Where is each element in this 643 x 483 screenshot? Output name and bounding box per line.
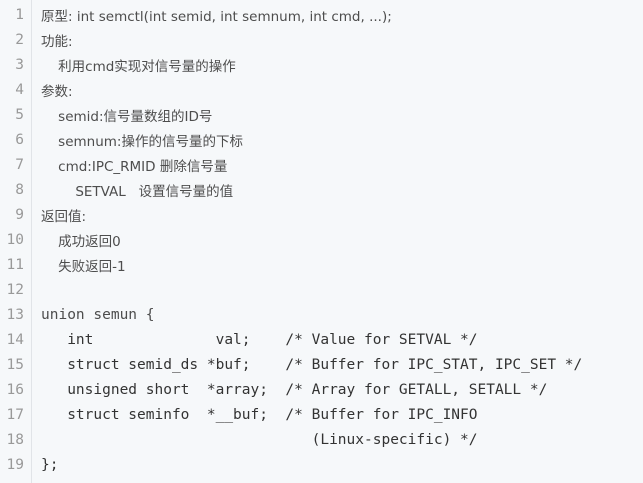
line-number: 1	[15, 6, 24, 23]
line-text: int val; /* Value for SETVAL */	[41, 331, 478, 348]
line-text: struct semid_ds *buf; /* Buffer for IPC_…	[41, 356, 583, 373]
line-text: 利用cmd实现对信号量的操作	[41, 58, 236, 75]
line-text: (Linux-specific) */	[41, 431, 478, 448]
line-number: 5	[15, 106, 24, 123]
line-number: 10	[6, 231, 24, 248]
line-text: };	[41, 456, 59, 473]
line-text: 失败返回-1	[41, 258, 126, 275]
line-number: 9	[15, 206, 24, 223]
line-number: 14	[6, 331, 24, 348]
line-text: 原型: int semctl(int semid, int semnum, in…	[41, 8, 392, 25]
code-line: 17 struct seminfo *__buf; /* Buffer for …	[0, 402, 643, 427]
line-number: 19	[6, 456, 24, 473]
line-text: unsigned short *array; /* Array for GETA…	[41, 381, 548, 398]
code-line: 4 参数:	[0, 77, 643, 102]
line-number: 2	[15, 31, 24, 48]
code-line: 12	[0, 277, 643, 302]
line-text: SETVAL 设置信号量的值	[41, 183, 234, 200]
code-line: 6 semnum:操作的信号量的下标	[0, 127, 643, 152]
line-number: 11	[6, 256, 24, 273]
code-line: 18 (Linux-specific) */	[0, 427, 643, 452]
line-text: semid:信号量数组的ID号	[41, 108, 213, 125]
code-line: 5 semid:信号量数组的ID号	[0, 102, 643, 127]
line-number: 15	[6, 356, 24, 373]
code-line: 3 利用cmd实现对信号量的操作	[0, 52, 643, 77]
line-number-gutter	[0, 0, 32, 483]
code-line: 13 union semun {	[0, 302, 643, 327]
code-line: 10 成功返回0	[0, 227, 643, 252]
line-text: 功能:	[41, 33, 73, 50]
code-line: 2 功能:	[0, 27, 643, 52]
code-line: 15 struct semid_ds *buf; /* Buffer for I…	[0, 352, 643, 377]
code-line: 8 SETVAL 设置信号量的值	[0, 177, 643, 202]
line-number: 4	[15, 81, 24, 98]
line-number: 18	[6, 431, 24, 448]
code-line: 16 unsigned short *array; /* Array for G…	[0, 377, 643, 402]
line-number: 13	[6, 306, 24, 323]
line-text: semnum:操作的信号量的下标	[41, 133, 243, 150]
line-text: 参数:	[41, 83, 73, 100]
code-line: 1 原型: int semctl(int semid, int semnum, …	[0, 2, 643, 27]
line-text: struct seminfo *__buf; /* Buffer for IPC…	[41, 406, 478, 423]
line-text: cmd:IPC_RMID 删除信号量	[41, 158, 228, 175]
code-line: 14 int val; /* Value for SETVAL */	[0, 327, 643, 352]
line-number: 7	[15, 156, 24, 173]
code-line: 11 失败返回-1	[0, 252, 643, 277]
line-number: 6	[15, 131, 24, 148]
line-number: 3	[15, 56, 24, 73]
line-text: 返回值:	[41, 208, 87, 225]
line-text: union semun {	[41, 306, 155, 323]
code-line: 19 };	[0, 452, 643, 477]
code-line: 7 cmd:IPC_RMID 删除信号量	[0, 152, 643, 177]
line-number: 17	[6, 406, 24, 423]
line-number: 8	[15, 181, 24, 198]
line-number: 16	[6, 381, 24, 398]
line-number: 12	[6, 281, 24, 298]
line-text: 成功返回0	[41, 233, 121, 250]
code-line: 9 返回值:	[0, 202, 643, 227]
